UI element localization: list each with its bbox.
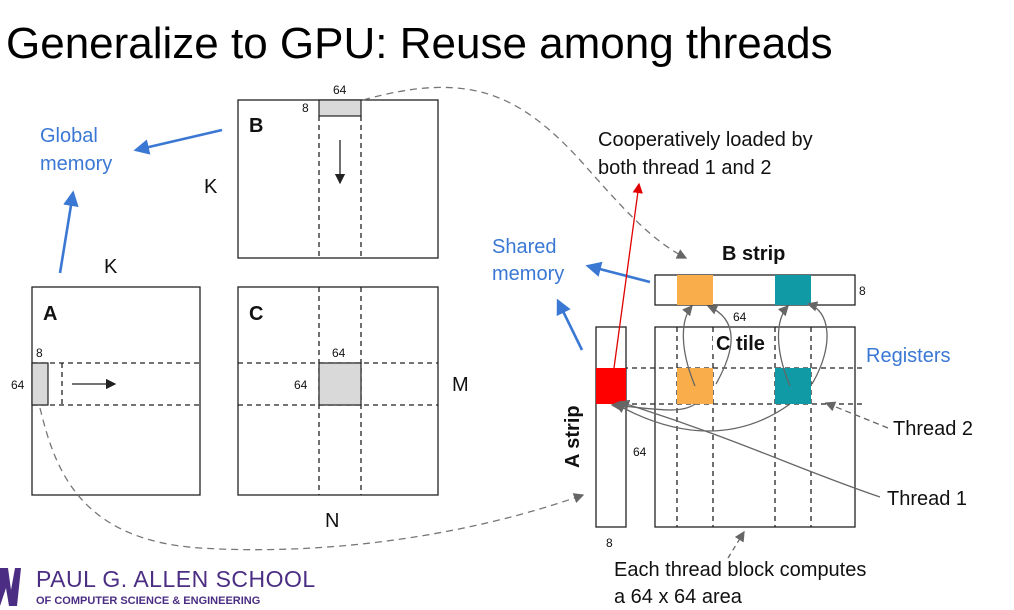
- global-memory-label-2: memory: [40, 153, 112, 175]
- matrix-a-label: A: [43, 303, 57, 325]
- block-note-1: Each thread block computes: [614, 559, 866, 581]
- a-strip-red-block: [596, 368, 626, 404]
- shared-memory-label-1: Shared: [492, 236, 557, 258]
- a-strip: A strip 64 8: [562, 326, 647, 550]
- b-strip-teal-block: [775, 275, 811, 305]
- thread1-b-arrow: [682, 305, 696, 387]
- matrix-c-label: C: [249, 303, 263, 325]
- b-to-global-arrow: [133, 128, 223, 155]
- a-height-label: 64: [11, 378, 25, 392]
- thread1-b-arrow-2: [706, 304, 732, 385]
- m-label: M: [452, 374, 469, 396]
- astrip-to-shared-arrow: [556, 298, 584, 351]
- thread1-label: Thread 1: [887, 488, 967, 510]
- registers-label: Registers: [866, 345, 950, 367]
- k-label-a: K: [104, 256, 118, 278]
- thread1-pointer: [618, 399, 881, 498]
- c-height-label: 64: [294, 378, 308, 392]
- b-tile-highlight: [318, 99, 362, 117]
- bstrip-to-shared-arrow: [585, 261, 651, 284]
- shared-memory-label-2: memory: [492, 263, 564, 285]
- c-width-label: 64: [332, 346, 346, 360]
- thread2-a-arrow: [614, 403, 791, 432]
- thread2-pointer: [824, 401, 889, 429]
- global-memory-label-1: Global: [40, 125, 98, 147]
- logo-main-text: PAUL G. ALLEN SCHOOL: [36, 566, 316, 592]
- c-tile: C tile 64: [596, 310, 863, 528]
- thread2-output-block: [775, 368, 811, 404]
- a-strip-width-label: 8: [606, 536, 613, 550]
- w-logo-icon: [0, 568, 21, 606]
- k-label-b: K: [204, 176, 218, 198]
- matrix-b-label: B: [249, 115, 263, 137]
- slide-title: Generalize to GPU: Reuse among threads: [6, 19, 833, 68]
- cooperative-red-arrow: [613, 182, 643, 369]
- matrix-b: B 64 8 K: [204, 83, 439, 259]
- block-note-pointer: [727, 530, 745, 559]
- a-strip-label: A strip: [562, 405, 584, 468]
- block-note-2: a 64 x 64 area: [614, 586, 743, 608]
- b-strip: B strip 8: [654, 243, 866, 306]
- b-width-label: 64: [333, 83, 347, 97]
- b-strip-orange-block: [677, 275, 713, 305]
- thread2-label: Thread 2: [893, 418, 973, 440]
- b-height-label: 8: [302, 101, 309, 115]
- cooperative-note-2: both thread 1 and 2: [598, 157, 771, 179]
- thread2-b-arrow-2: [777, 305, 791, 387]
- uw-logo: PAUL G. ALLEN SCHOOL OF COMPUTER SCIENCE…: [0, 566, 316, 607]
- c-tile-highlight: [318, 362, 362, 406]
- c-tile-width-label: 64: [733, 310, 747, 324]
- a-strip-height-label: 64: [633, 445, 647, 459]
- matrix-c: C 64 64 M N: [237, 286, 469, 532]
- c-tile-label: C tile: [716, 333, 765, 355]
- b-to-bstrip-curve: [362, 86, 688, 259]
- a-to-global-arrow: [58, 190, 79, 274]
- thread2-b-arrow: [806, 301, 828, 385]
- b-strip-label: B strip: [722, 243, 785, 265]
- matrix-a: A 8 64 K: [11, 256, 201, 496]
- n-label: N: [325, 510, 339, 532]
- a-to-astrip-curve: [39, 407, 585, 551]
- cooperative-note-1: Cooperatively loaded by: [598, 129, 813, 151]
- a-width-label: 8: [36, 346, 43, 360]
- b-strip-height-label: 8: [859, 284, 866, 298]
- a-tile-highlight: [31, 362, 49, 406]
- logo-sub-text: OF COMPUTER SCIENCE & ENGINEERING: [36, 595, 260, 607]
